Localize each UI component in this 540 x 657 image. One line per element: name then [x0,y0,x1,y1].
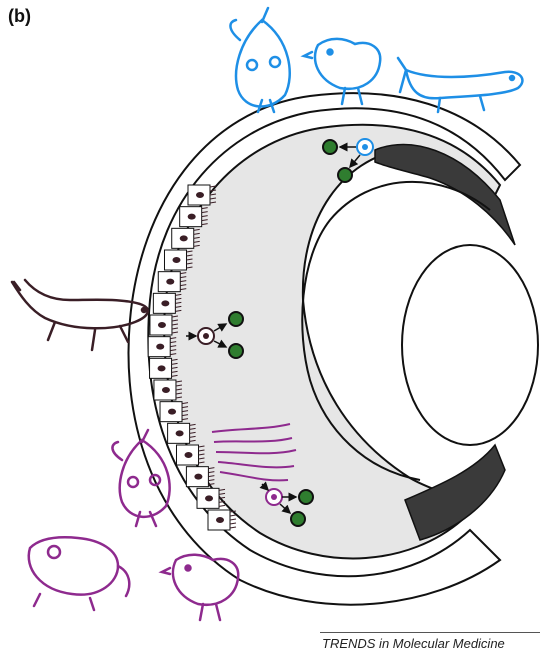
rpe-nucleus [162,387,170,393]
rpe-microvilli [230,523,236,524]
rpe-nucleus [180,235,188,241]
rpe-nucleus [194,474,202,480]
rpe-microvilli [230,519,236,520]
rpe-nucleus [176,430,184,436]
eye-section [128,93,538,605]
green-progenitor-cell [338,168,352,182]
rpe-microvilli [219,505,225,506]
green-progenitor-cell [323,140,337,154]
rpe-nucleus [161,300,169,306]
rpe-nucleus [158,322,166,328]
rpe-nucleus [184,452,192,458]
green-progenitor-cell [229,344,243,358]
lizard-icon [12,280,148,350]
lens [402,245,538,445]
rpe-nucleus [188,214,196,220]
rpe-nucleus [156,344,164,350]
fish-icon [230,8,289,112]
rpe-microvilli [230,527,236,528]
rpe-nucleus [158,365,166,371]
green-progenitor-cell [229,312,243,326]
rpe-nucleus [168,409,176,415]
rpe-nucleus [216,517,224,523]
rpe-nucleus [196,192,204,198]
green-progenitor-cell [299,490,313,504]
panel-label: (b) [8,6,31,27]
rpe-nucleus [205,495,213,501]
rpe-nucleus [166,279,174,285]
rpe-nucleus [172,257,180,263]
dark-species-group [12,280,148,350]
green-progenitor-cell [291,512,305,526]
footer-divider [320,632,540,633]
journal-credit: TRENDS in Molecular Medicine [322,636,505,651]
mouse-icon [29,537,130,610]
rpe-microvilli [230,515,236,516]
